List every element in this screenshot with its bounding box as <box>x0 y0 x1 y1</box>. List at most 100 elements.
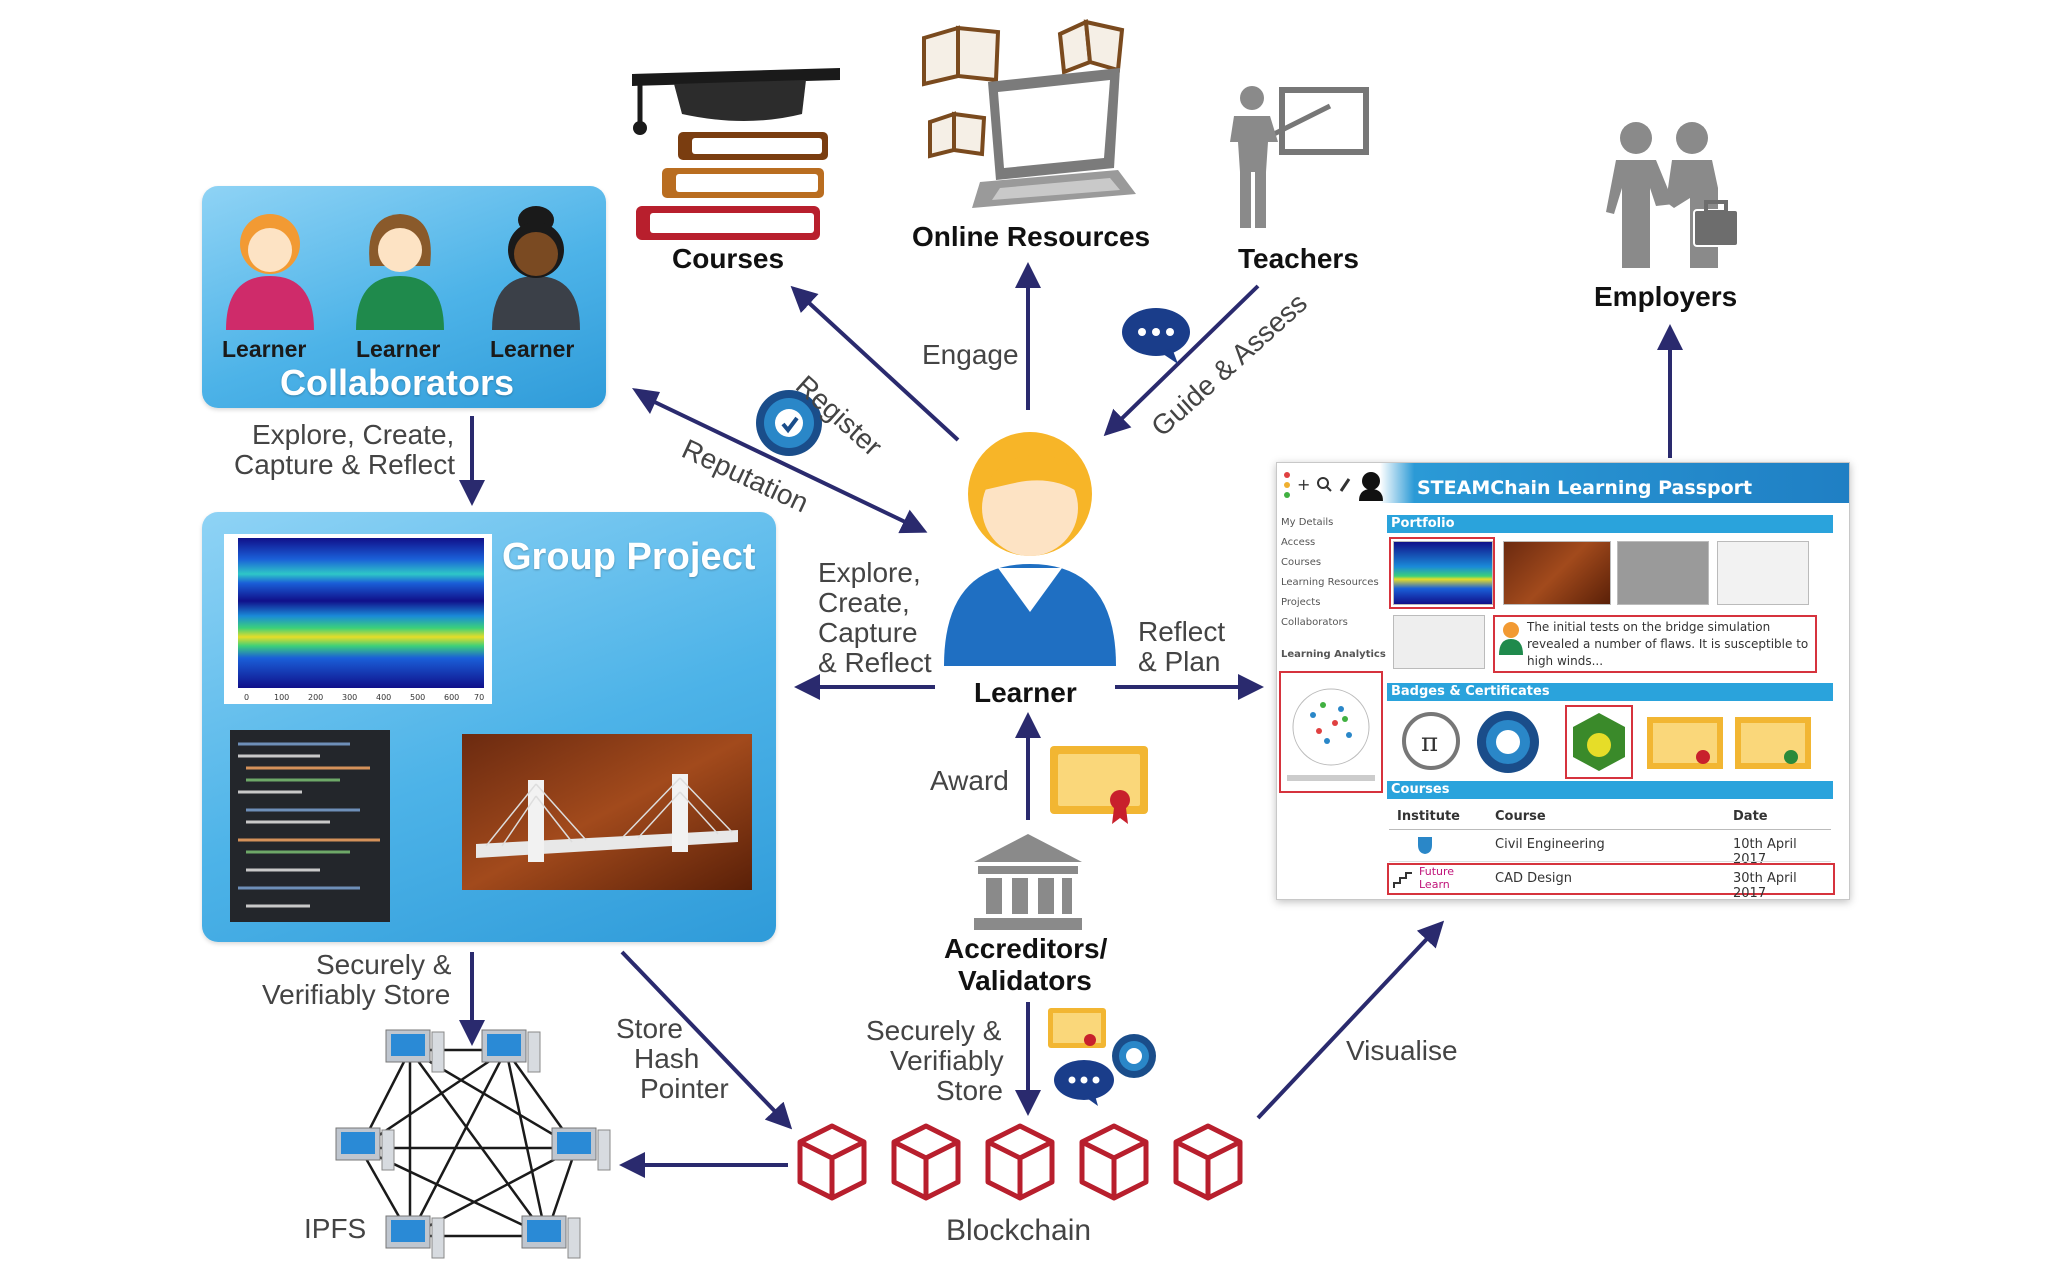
block-4 <box>1079 1123 1149 1201</box>
arrow-register <box>790 285 960 442</box>
learner-avatar-1-icon <box>226 214 314 330</box>
passport-section-courses: Courses <box>1387 781 1833 799</box>
svg-text:0: 0 <box>244 693 249 702</box>
passport-nav-learning-resources[interactable]: Learning Resources <box>1281 577 1379 588</box>
table-divider <box>1389 829 1831 830</box>
learner-avatar-icon <box>944 432 1116 666</box>
svg-text:+: + <box>1297 475 1310 494</box>
passport-nav-access[interactable]: Access <box>1281 537 1316 548</box>
passport-nav-courses[interactable]: Courses <box>1281 557 1322 568</box>
arrow-hash <box>620 950 793 1130</box>
courses-label: Courses <box>672 243 785 274</box>
svg-text:500: 500 <box>410 693 425 702</box>
explore-learner-label-1: Explore, <box>818 557 921 588</box>
collaborator-label-3: Learner <box>490 336 575 362</box>
collaborator-label-1: Learner <box>222 336 307 362</box>
portfolio-note-text: The initial tests on the bridge simulati… <box>1527 620 1809 668</box>
code-screenshot <box>230 730 390 922</box>
secure-mid-label-2: Verifiably <box>890 1045 1004 1076</box>
reflect-plan-label-2: & Plan <box>1138 646 1221 677</box>
arrow-guide <box>1103 284 1260 437</box>
institution-icon <box>974 834 1082 930</box>
courses-header-course: Course <box>1495 809 1546 824</box>
svg-text:70: 70 <box>474 693 484 702</box>
courses-header-date: Date <box>1733 809 1768 824</box>
explore-collab-label-1: Explore, Create, <box>252 419 455 450</box>
learning-passport-window: + STEAMChain Learning Passport My Detail… <box>1276 462 1850 901</box>
explore-learner-label-3: Capture <box>818 617 918 648</box>
block-2 <box>891 1123 961 1201</box>
secure-left-label-1: Securely & <box>316 949 452 980</box>
block-5 <box>1173 1123 1243 1201</box>
block-1 <box>797 1123 867 1201</box>
badge-digital-leader-icon[interactable] <box>1475 709 1541 775</box>
institute-shield-icon <box>1418 837 1432 854</box>
online-resources-label: Online Resources <box>912 221 1151 252</box>
note-highlight <box>1493 615 1817 673</box>
online-resources-icon <box>922 19 1136 208</box>
blockchain-label: Blockchain <box>946 1214 1092 1247</box>
certificate-1-icon[interactable] <box>1645 715 1725 773</box>
portfolio-thumb-car[interactable] <box>1393 615 1485 669</box>
small-credentials-icon <box>1048 1008 1156 1106</box>
portfolio-thumb-bridge[interactable] <box>1503 541 1611 605</box>
badge-problem-solving-icon[interactable] <box>1571 711 1627 773</box>
secure-mid-label-1: Securely & <box>866 1015 1002 1046</box>
teachers-label: Teachers <box>1238 243 1359 274</box>
portfolio-highlight <box>1389 537 1495 609</box>
passport-nav-collaborators[interactable]: Collaborators <box>1281 617 1348 628</box>
blockchain-blocks <box>797 1123 1243 1201</box>
analytics-scatter-thumbnail <box>1287 688 1375 781</box>
explore-learner-label-2: Create, <box>818 587 910 618</box>
speech-bubble-icon <box>1122 308 1190 364</box>
bridge-model-photo <box>462 734 752 890</box>
visualise-label: Visualise <box>1346 1035 1458 1066</box>
passport-nav-projects[interactable]: Projects <box>1281 597 1321 608</box>
badge-highlight <box>1565 705 1633 779</box>
svg-text:300: 300 <box>342 693 357 702</box>
courses-icon <box>632 68 840 240</box>
explore-collab-label-2: Capture & Reflect <box>234 449 455 480</box>
svg-text:400: 400 <box>376 693 391 702</box>
hash-label-1: Store <box>616 1013 683 1044</box>
learner-avatar-2-icon <box>356 214 444 330</box>
course-date: 30th April 2017 <box>1733 871 1797 901</box>
passport-section-portfolio: Portfolio <box>1387 515 1833 533</box>
collaborators-panel: Learner Learner Learner Collaborators <box>202 186 606 408</box>
svg-text:100: 100 <box>274 693 289 702</box>
secure-left-label-2: Verifiably Store <box>262 979 451 1010</box>
reflect-plan-label-1: Reflect <box>1138 616 1226 647</box>
teacher-icon <box>1230 86 1369 228</box>
table-row[interactable]: Civil Engineering 10th April 2017 <box>1389 833 1831 867</box>
table-row[interactable]: Future Learn CAD Design 30th April 2017 <box>1389 865 1831 901</box>
svg-text:π: π <box>1421 728 1438 758</box>
course-name: Civil Engineering <box>1495 837 1605 852</box>
svg-text:600: 600 <box>444 693 459 702</box>
ipfs-network-diagram <box>335 1029 611 1259</box>
passport-nav-my-details[interactable]: My Details <box>1281 517 1334 528</box>
group-project-title: Group Project <box>502 536 756 578</box>
hash-label-2: Hash <box>634 1043 700 1074</box>
institute-name: Future Learn <box>1419 865 1455 891</box>
collaborators-title: Collaborators <box>280 362 515 403</box>
explore-learner-label-4: & Reflect <box>818 647 932 678</box>
portfolio-thumb-spectrogram[interactable] <box>1393 541 1493 605</box>
learner-label: Learner <box>974 677 1077 708</box>
accreditors-label-1: Accreditors/ <box>944 933 1108 964</box>
courses-header-institute: Institute <box>1397 809 1461 824</box>
badge-pi-icon[interactable]: π <box>1401 711 1461 771</box>
future-learn-steps-icon <box>1393 872 1412 888</box>
certificate-2-icon[interactable] <box>1733 715 1813 773</box>
portfolio-thumb-sketch[interactable] <box>1717 541 1809 605</box>
award-label: Award <box>930 765 1009 796</box>
portfolio-thumb-drawings[interactable] <box>1617 541 1709 605</box>
employers-icon <box>1606 122 1739 268</box>
passport-title: STEAMChain Learning Passport <box>1417 477 1753 499</box>
passport-nav-learning-analytics[interactable]: Learning Analytics <box>1281 649 1386 660</box>
arrow-reputation <box>639 393 928 534</box>
certificate-icon <box>1050 746 1148 824</box>
employers-label: Employers <box>1594 281 1738 312</box>
note-author-avatar-icon <box>1499 622 1523 655</box>
